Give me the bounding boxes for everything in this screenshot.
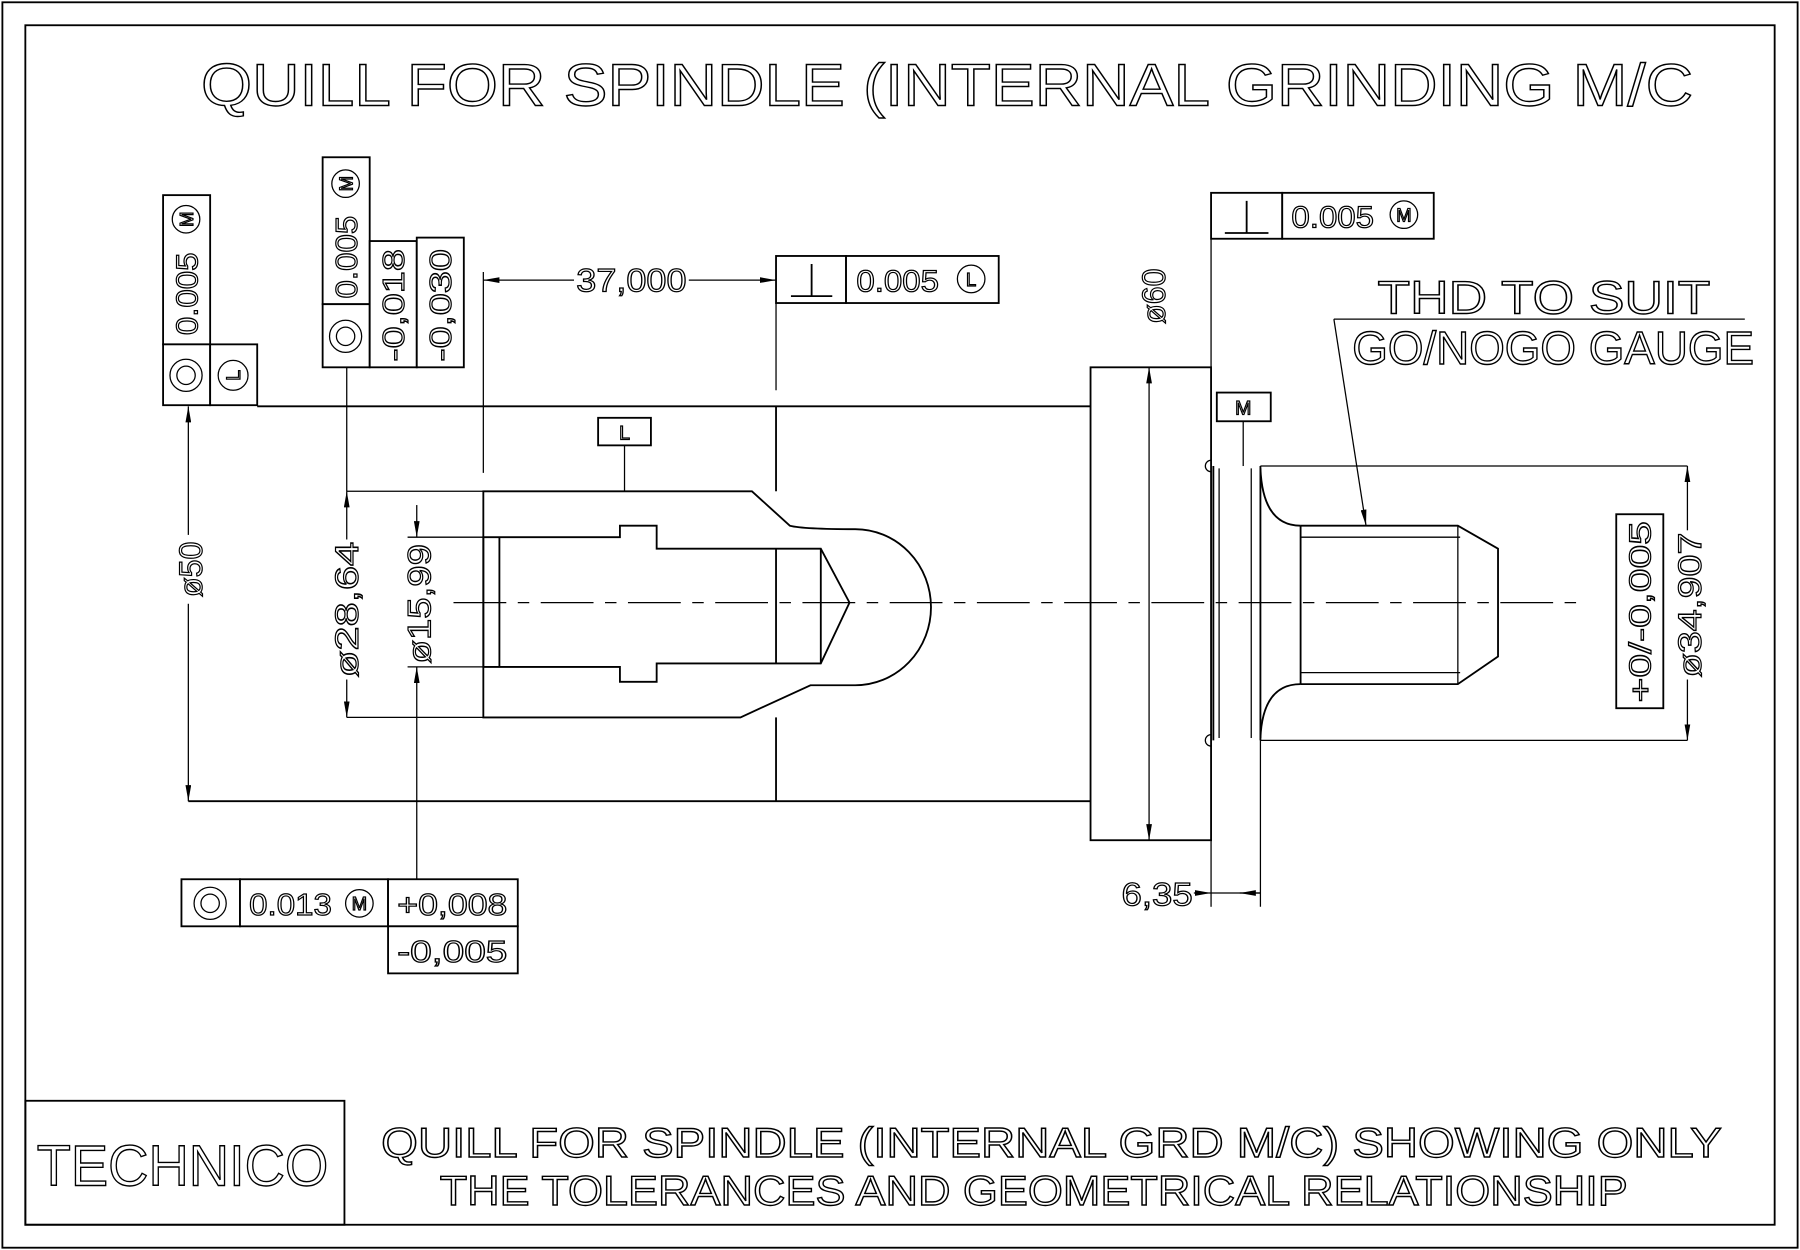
dim-length: 37,000 bbox=[482, 262, 777, 473]
perpendicularity-icon bbox=[1224, 200, 1269, 234]
concentricity-icon bbox=[193, 886, 227, 921]
frame-step-lower-dev: -0,030 bbox=[423, 249, 458, 361]
frame-outer-datum-modifier: L bbox=[223, 370, 245, 381]
company-name: TECHNICO bbox=[37, 1135, 329, 1199]
title-block: TECHNICO QUILL FOR SPINDLE (INTERNAL GRD… bbox=[24, 1099, 1723, 1226]
dim-spigot-dia: ø34,907 bbox=[1672, 466, 1709, 741]
svg-text:L: L bbox=[619, 423, 630, 445]
datum-tag-m: M bbox=[1215, 391, 1272, 467]
datum-tag-l: L bbox=[597, 416, 652, 492]
dim-step-dia: ø28,64 bbox=[329, 367, 366, 718]
concentricity-icon bbox=[169, 358, 203, 393]
drawing-title: QUILL FOR SPINDLE (INTERNAL GRINDING M/C bbox=[201, 52, 1693, 119]
frame-outer-dia: 0.005 M L bbox=[162, 194, 259, 407]
frame-bore-lower-dev: -0,005 bbox=[397, 934, 507, 969]
dim-outer-dia: ø50 bbox=[173, 406, 210, 802]
flange-dia-label: ø60 bbox=[1136, 268, 1172, 323]
thread-note-line2: GO/NOGO GAUGE bbox=[1352, 322, 1754, 374]
length-label: 37,000 bbox=[576, 263, 686, 299]
spigot-width-label: 6,35 bbox=[1122, 877, 1193, 913]
perpendicularity-icon bbox=[790, 264, 833, 298]
hatched-section bbox=[482, 490, 932, 719]
flange bbox=[1089, 366, 1212, 842]
inner-border bbox=[24, 24, 1776, 1226]
frame-step-dia: 0.005 M -0,018 -0,030 bbox=[321, 156, 465, 369]
dim-flange-dia: ø60 bbox=[1136, 268, 1173, 841]
frame-outer-tolerance: 0.005 bbox=[170, 253, 205, 336]
outer-dia-label: ø50 bbox=[173, 542, 209, 597]
frame-step-tolerance: 0.005 bbox=[329, 216, 364, 299]
thread-note-line1: THD TO SUIT bbox=[1378, 271, 1711, 323]
spigot-dia-label: ø34,907 bbox=[1672, 533, 1708, 678]
frame-spigot-deviation: +0/-0,005 bbox=[1623, 521, 1658, 702]
dim-bore-dia: ø15,99 bbox=[401, 505, 484, 880]
concentricity-icon bbox=[328, 319, 363, 354]
spigot-extension-lines bbox=[1260, 465, 1688, 741]
frame-face: 0.005 L bbox=[775, 255, 1000, 304]
svg-text:M: M bbox=[1235, 397, 1251, 419]
frame-step-modifier: M bbox=[335, 176, 356, 191]
quill-body-outline bbox=[188, 405, 1091, 803]
thread-note: THD TO SUIT GO/NOGO GAUGE bbox=[1333, 271, 1755, 526]
bore-dia-label: ø15,99 bbox=[402, 544, 438, 663]
frame-spigot: +0/-0,005 bbox=[1615, 513, 1665, 710]
step-dia-label: ø28,64 bbox=[329, 542, 365, 677]
frame-face-tolerance: 0.005 bbox=[856, 264, 939, 299]
frame-bore-tolerance: 0.013 bbox=[249, 887, 332, 922]
frame-bore-modifier: M bbox=[352, 893, 367, 914]
note-line1: QUILL FOR SPINDLE (INTERNAL GRD M/C) SHO… bbox=[381, 1120, 1722, 1166]
dim-spigot-width: 6,35 bbox=[1121, 238, 1262, 913]
frame-flange-tolerance: 0.005 bbox=[1291, 199, 1374, 234]
frame-flange-modifier: M bbox=[1396, 205, 1411, 226]
frame-outer-modifier: M bbox=[176, 212, 197, 227]
frame-bore: 0.013 M +0,008 -0,005 bbox=[180, 878, 519, 975]
frame-flange: 0.005 M bbox=[1210, 191, 1435, 240]
note-line2: THE TOLERANCES AND GEOMETRICAL RELATIONS… bbox=[440, 1168, 1628, 1214]
frame-step-upper-dev: -0,018 bbox=[376, 249, 411, 361]
bore-cavity bbox=[482, 524, 851, 683]
frame-bore-upper-dev: +0,008 bbox=[397, 887, 507, 922]
frame-face-modifier: L bbox=[966, 269, 976, 290]
